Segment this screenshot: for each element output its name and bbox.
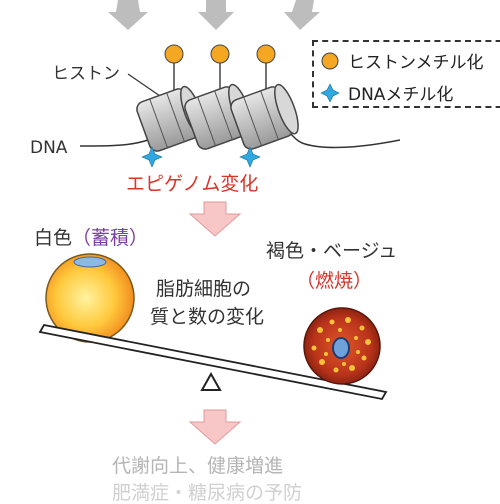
dna-mark-2 <box>239 146 261 168</box>
center-text-line2: 質と数の変化 <box>150 306 265 328</box>
brown-fat-cell <box>303 307 381 385</box>
lipid-droplets <box>311 317 371 373</box>
top-arrows <box>108 0 320 30</box>
down-arrow-outcome <box>188 409 242 445</box>
brown-sub-label: （燃焼） <box>296 270 373 292</box>
legend-dna-methylation: DNAメチル化 <box>348 85 454 105</box>
dna-mark-1 <box>141 146 163 168</box>
histone-3 <box>230 83 299 150</box>
blue-star-icon <box>320 82 340 103</box>
epigenome-change-label: エピゲノム変化 <box>126 173 259 195</box>
top-arrow-right <box>284 0 320 30</box>
seesaw-plank <box>38 323 388 401</box>
brown-cell-nucleus <box>332 337 350 359</box>
top-arrow-center <box>198 0 234 30</box>
dna-methylation-markers <box>141 146 261 168</box>
brown-fat-label: 褐色・ベージュ <box>266 240 398 262</box>
white-fat-label: 白色（蓄積） <box>34 229 148 248</box>
histone-mark-1 <box>164 44 184 64</box>
histone-mark-3 <box>256 44 276 64</box>
histone-pointer <box>127 73 161 97</box>
orange-circle-icon <box>321 52 339 69</box>
legend-row-histone: ヒストンメチル化 <box>320 48 484 73</box>
white-cell-nucleus <box>73 256 107 268</box>
center-text-line1: 脂肪細胞の <box>156 278 252 300</box>
down-arrow-epigenome <box>188 201 242 237</box>
dna-label: DNA <box>30 138 68 158</box>
outcome-line1: 代謝向上、健康増進 <box>112 455 284 477</box>
top-arrow-left <box>108 0 148 30</box>
white-label: 白色 <box>34 227 73 249</box>
legend-box: ヒストンメチル化 DNAメチル化 <box>312 40 500 108</box>
histone-label: ヒストン <box>52 64 120 84</box>
seesaw-fulcrum <box>200 371 222 391</box>
legend-row-dna: DNAメチル化 <box>320 80 453 105</box>
legend-histone-methylation: ヒストンメチル化 <box>348 53 484 73</box>
histone-mark-2 <box>210 44 230 64</box>
outcome-line2: 肥満症・糖尿病の予防 <box>112 482 303 504</box>
histone-methylation-markers <box>164 44 276 92</box>
white-sub-label: （蓄積） <box>72 227 149 249</box>
